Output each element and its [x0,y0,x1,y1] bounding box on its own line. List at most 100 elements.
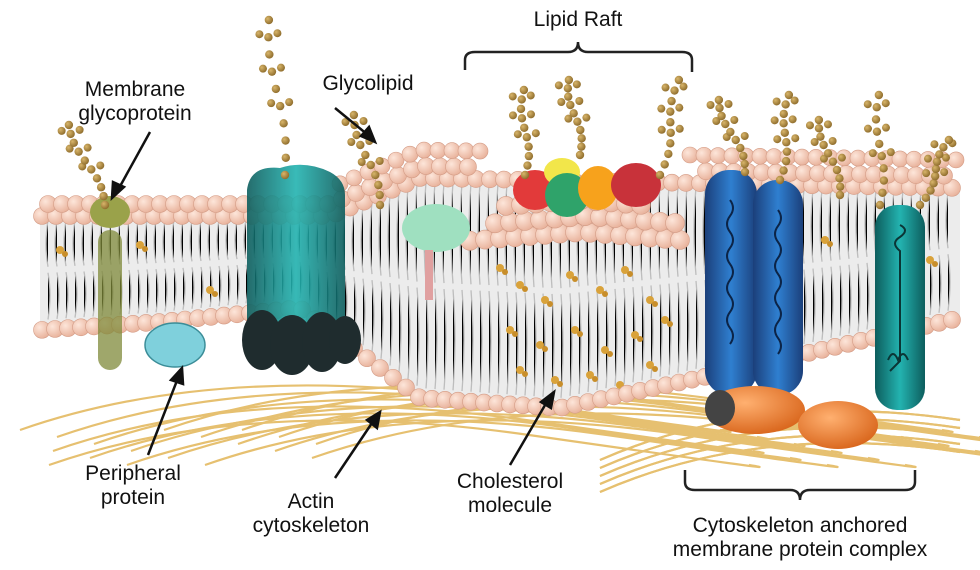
sugar-unit [660,160,668,168]
sugar-unit [74,147,82,155]
lipid-raft-bracket [465,42,692,72]
sugar-unit [576,151,584,159]
actin-filament [600,443,960,492]
sugar-unit [527,91,535,99]
lipid-head [752,148,768,164]
sugar-unit [575,97,583,105]
sugar-unit [656,171,664,179]
sugar-unit [523,133,531,141]
lipid-head [906,151,922,167]
raft-lipid-head [666,214,685,233]
sugar-unit [93,174,101,182]
sugar-unit [350,111,358,119]
sugar-unit [666,107,674,115]
sugar-unit [87,165,95,173]
cholesterol-molecule-line1: Cholesterol [457,470,563,494]
sugar-unit [76,126,84,134]
sugar-unit [376,201,384,209]
sugar-unit [782,157,790,165]
sugar-unit [667,97,675,105]
sugar-unit [662,84,670,92]
sugar-unit [272,85,280,93]
sugar-unit [566,101,574,109]
peripheral-protein-line1: Peripheral [85,462,181,486]
sugar-unit [922,194,930,202]
cholesterol-molecule [607,351,613,357]
cholesterol-molecule [577,331,583,337]
sugar-unit [657,105,665,113]
sugar-unit [933,157,941,165]
sugar-unit [285,98,293,106]
sugar-unit [281,171,289,179]
sugar-unit [675,104,683,112]
cholesterol-molecule [627,271,633,277]
sugar-unit [509,111,517,119]
glycolipid-label: Glycolipid [322,72,413,96]
lipid-head [682,147,698,163]
actin-filament [600,427,960,476]
raft-lipid-head [671,231,690,250]
sugar-unit [873,103,881,111]
sugar-unit [667,129,675,137]
sugar-unit [819,141,827,149]
lipid-head [696,147,712,163]
sugar-unit [524,142,532,150]
sugar-unit [259,65,267,73]
lipid-head [346,170,362,186]
sugar-unit [564,84,572,92]
sugar-unit [771,116,779,124]
sugar-unit [939,143,947,151]
peripheral-protein-line2: protein [85,486,181,510]
lipid-head [458,143,474,159]
cholesterol-molecule [652,366,658,372]
sugar-unit [789,115,797,123]
sugar-unit [929,179,937,187]
sugar-unit [532,129,540,137]
sugar-unit [273,29,281,37]
sugar-unit [739,152,747,160]
lipid-head [460,158,477,175]
sugar-unit [96,161,104,169]
sugar-unit [726,128,734,136]
sugar-unit [876,201,884,209]
sugar-unit [265,50,273,58]
sugar-unit [358,158,366,166]
sugar-unit [916,201,924,209]
peripheral-protein-label: Peripheral protein [85,462,181,510]
sugar-unit [875,140,883,148]
sugar-unit [360,117,368,125]
sugar-unit [70,139,78,147]
cholesterol-molecule-label: Cholesterol molecule [457,470,563,518]
sugar-unit [781,129,789,137]
cholesterol-molecule [522,371,528,377]
sugar-unit [781,100,789,108]
sugar-unit [836,191,844,199]
sugar-unit [352,131,360,139]
sugar-unit [773,135,781,143]
sugar-unit [664,150,672,158]
sugar-unit [740,160,748,168]
sugar-unit [81,156,89,164]
sugar-unit [935,150,943,158]
sugar-unit [670,86,678,94]
sugar-unit [264,33,272,41]
sugar-unit [780,110,788,118]
sugar-unit [879,164,887,172]
sugar-unit [736,144,744,152]
actin-filament [600,443,960,492]
sugar-unit [371,171,379,179]
membrane-glycoprotein-line2: glycoprotein [78,102,191,126]
sugar-unit [829,157,837,165]
lipid-head [416,142,432,158]
lipid-head [430,142,446,158]
sugar-unit [835,174,843,182]
sugar-unit [676,125,684,133]
sugar-unit [576,126,584,134]
sugar-unit [666,139,674,147]
sugar-unit [872,115,880,123]
sugar-unit [926,186,934,194]
sugar-unit [375,191,383,199]
sugar-unit [555,81,563,89]
sugar-unit [518,95,526,103]
cholesterol-molecule [542,346,548,352]
